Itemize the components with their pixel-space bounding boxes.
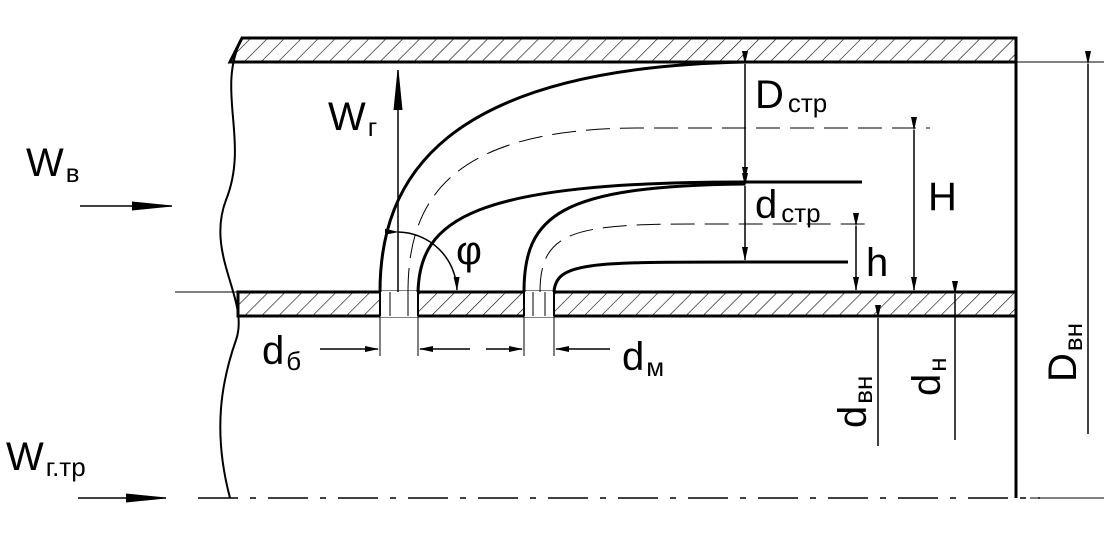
label-D-vn: Dвн — [1041, 323, 1088, 382]
label-phi: φ — [456, 229, 482, 273]
inner-pipe-wall — [236, 290, 1018, 318]
small-jet — [522, 182, 868, 293]
label-d-b: dб — [262, 329, 301, 376]
label-W-g-tr: Wг.тр — [6, 435, 86, 482]
label-h: h — [866, 241, 888, 285]
angle-arc — [384, 228, 460, 291]
label-d-m: dм — [622, 335, 664, 382]
outer-pipe-top-wall — [227, 36, 1018, 64]
label-W-v: Wв — [26, 141, 80, 188]
label-d-vn: dвн — [831, 376, 878, 428]
label-d-n: dн — [905, 357, 952, 396]
label-H: H — [928, 175, 957, 219]
break-line — [219, 37, 243, 499]
label-W-g: Wг — [328, 95, 377, 142]
